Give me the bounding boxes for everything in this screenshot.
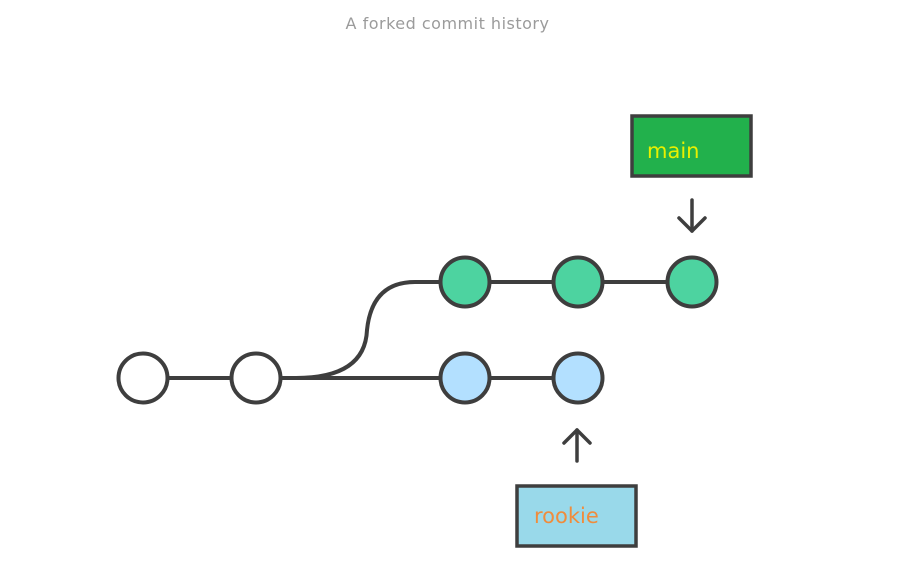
page-title: A forked commit history [345, 14, 550, 33]
commit-main-2 [551, 255, 605, 309]
branch-label-main[interactable]: main [630, 114, 753, 178]
commit-main-3 [665, 255, 719, 309]
branch-label-rookie-text: rookie [534, 504, 599, 528]
commit-rookie-1 [438, 351, 492, 405]
commit-main-1 [438, 255, 492, 309]
branch-label-rookie[interactable]: rookie [515, 484, 638, 548]
commit-rookie-2 [551, 351, 605, 405]
commit-base-1 [116, 351, 170, 405]
arrow-down-icon [677, 198, 707, 233]
fork-curve [295, 280, 440, 380]
commit-base-2 [229, 351, 283, 405]
branch-label-main-text: main [647, 139, 699, 163]
branch-lines [168, 280, 667, 380]
arrow-up-icon [562, 428, 592, 463]
